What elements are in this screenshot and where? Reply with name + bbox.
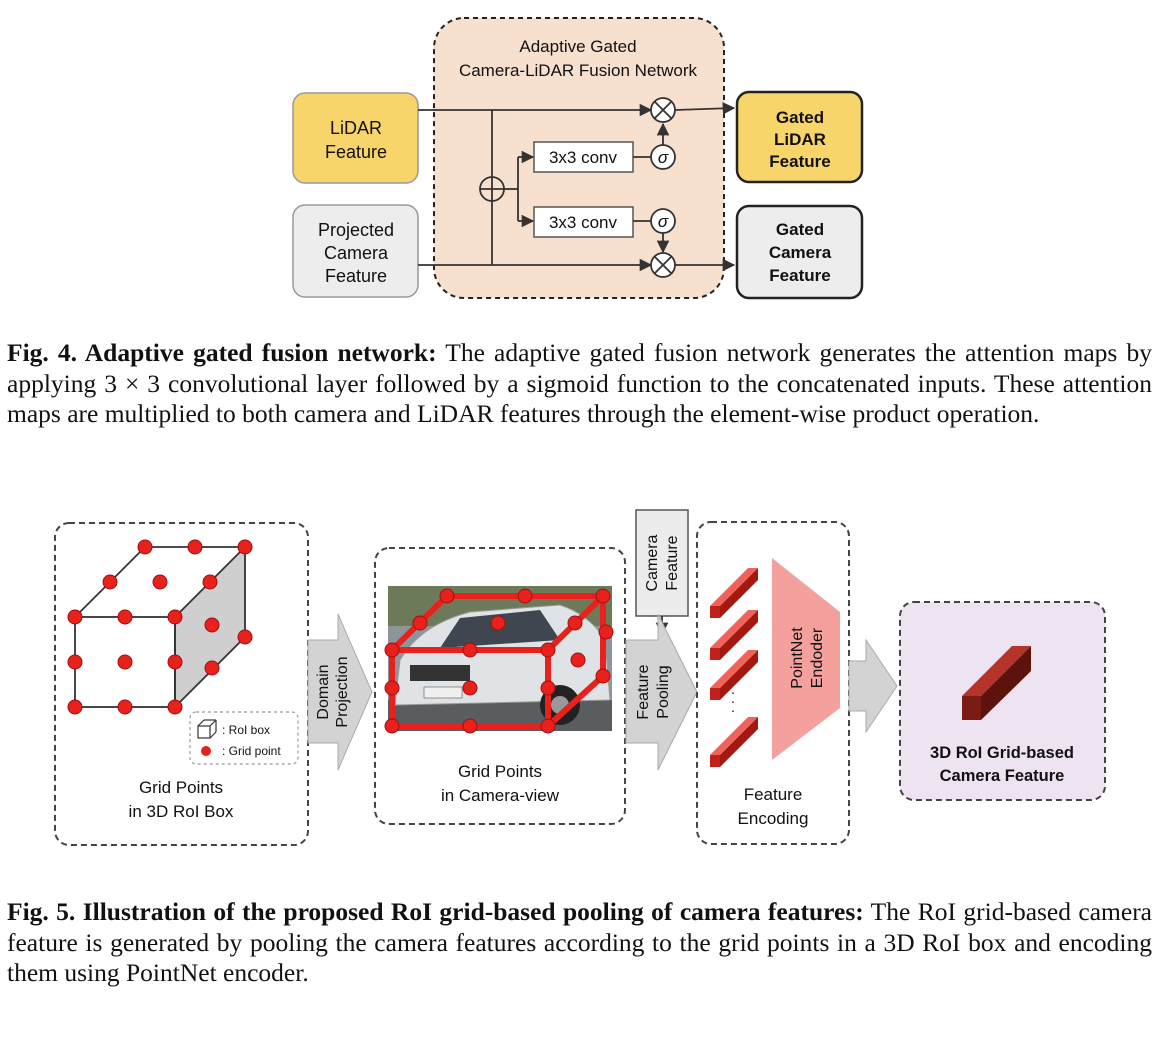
- fig5-caption-text: The RoI grid-based camera feature is gen…: [7, 897, 1152, 987]
- vertical-dot-3: ·: [731, 702, 736, 718]
- feature-pooling-arrow: [625, 613, 698, 771]
- fig5-caption-label: Fig. 5. Illustration of the proposed RoI…: [7, 897, 864, 926]
- feature-vectors: [710, 568, 758, 767]
- output-line2: Camera Feature: [940, 767, 1065, 785]
- conv-top-box: [533, 141, 634, 173]
- camera-feature-box: [292, 204, 419, 298]
- domain-projection-arrow: [307, 613, 373, 771]
- conv-bottom-box: [533, 206, 634, 238]
- panel2-line1: Grid Points: [458, 762, 542, 781]
- fig5-caption: Fig. 5. Illustration of the proposed RoI…: [7, 897, 1152, 989]
- arrow1-line1: Domain: [315, 664, 332, 719]
- multiply-top: [650, 97, 676, 123]
- output-line1: 3D RoI Grid-based: [930, 744, 1074, 762]
- camera-feature-line1: Projected: [318, 220, 394, 240]
- encoder-line1: PointNet: [789, 627, 806, 689]
- panel1-line1: Grid Points: [139, 778, 223, 797]
- panel3-line1: Feature: [744, 785, 803, 804]
- arrow2-line2: Pooling: [655, 665, 672, 718]
- gated-lidar-line3: Feature: [769, 152, 830, 171]
- vertical-dot-1: ·: [731, 684, 736, 700]
- vertical-dot-2: ·: [731, 693, 736, 709]
- camera-feature-input-line2: Feature: [664, 535, 681, 590]
- legend-point-icon: [201, 746, 211, 756]
- lidar-feature-line2: Feature: [325, 142, 387, 162]
- cube-icon: [197, 719, 217, 739]
- arrow2-line1: Feature: [635, 664, 652, 719]
- lidar-feature-line1: LiDAR: [330, 118, 382, 138]
- fig4-caption-label: Fig. 4. Adaptive gated fusion network:: [7, 338, 437, 367]
- network-title-line2: Camera-LiDAR Fusion Network: [459, 61, 698, 80]
- fig4-caption-text: The adaptive gated fusion network genera…: [7, 338, 1152, 428]
- gated-camera-line1: Gated: [776, 220, 824, 239]
- legend-grid-point: : Grid point: [222, 744, 281, 758]
- network-title-line1: Adaptive Gated: [519, 37, 636, 56]
- gated-lidar-line1: Gated: [776, 108, 824, 127]
- gated-lidar-box: [735, 90, 864, 184]
- gated-camera-line3: Feature: [769, 266, 830, 285]
- camera-grid-points: [384, 588, 614, 734]
- gated-camera-line2: Camera: [769, 243, 832, 262]
- output-cuboid: [962, 646, 1031, 720]
- panel1-line2: in 3D RoI Box: [129, 802, 234, 821]
- arrow1-line2: Projection: [334, 656, 351, 727]
- lidar-feature-box: [292, 92, 419, 184]
- conv-bottom-label: 3x3 conv: [549, 213, 618, 232]
- conv-top-label: 3x3 conv: [549, 148, 618, 167]
- fig4-caption: Fig. 4. Adaptive gated fusion network: T…: [7, 338, 1152, 430]
- legend-roi-box: : RoI box: [222, 723, 270, 737]
- fig4-diagram: Adaptive Gated Camera-LiDAR Fusion Netwo…: [292, 17, 864, 300]
- output-box: [899, 601, 1106, 801]
- panel2-line2: in Camera-view: [441, 786, 560, 805]
- multiply-bottom: [650, 252, 676, 278]
- gated-lidar-line2: LiDAR: [774, 130, 826, 149]
- encoding-arrow: [848, 638, 898, 734]
- panel3-line2: Encoding: [738, 809, 809, 828]
- gated-camera-box: [735, 204, 864, 300]
- camera-feature-line3: Feature: [325, 266, 387, 286]
- roi-grid-points: [67, 539, 253, 715]
- sigmoid-bottom-symbol: σ: [658, 212, 669, 231]
- encoder-line2: Endoder: [809, 627, 826, 688]
- camera-feature-input-line1: Camera: [644, 534, 661, 591]
- pointnet-encoder: [772, 558, 840, 760]
- sigmoid-top-symbol: σ: [658, 148, 669, 167]
- camera-feature-line2: Camera: [324, 243, 389, 263]
- legend-box: [189, 711, 299, 765]
- fig5-diagram: : RoI box : Grid point Grid Points in 3D…: [54, 509, 1106, 846]
